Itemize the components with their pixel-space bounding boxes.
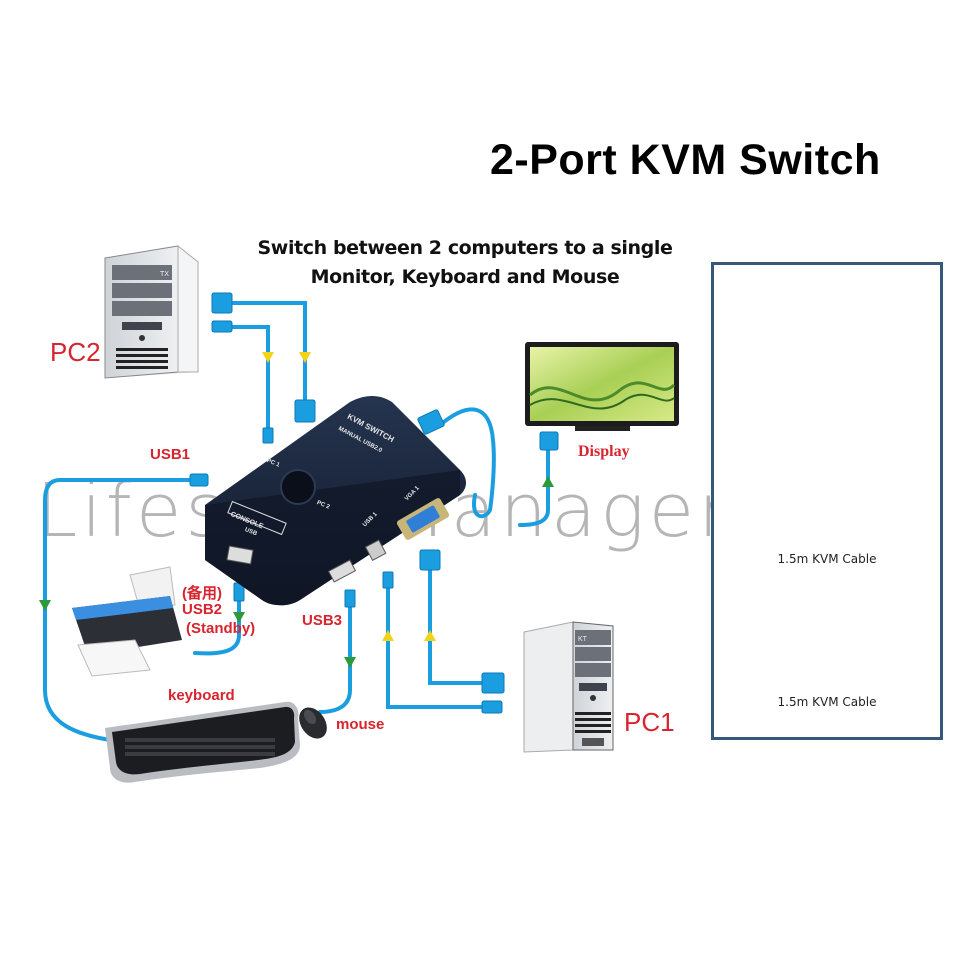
subtitle-line-2: Monitor, Keyboard and Mouse	[310, 266, 620, 288]
vga-connector-switch-out	[417, 409, 445, 435]
arrow-yellow-pc2-vga	[299, 352, 311, 363]
mouse-label: mouse	[336, 716, 385, 733]
page-title: 2-Port KVM Switch	[490, 136, 881, 184]
vga-connector-pc1	[481, 672, 505, 694]
usb2-chinese-label: (备用)	[182, 585, 222, 602]
vga-connector-switch-pc2	[294, 399, 316, 423]
usb-b-port	[364, 539, 387, 562]
cable-usb3-mouse	[318, 603, 352, 714]
vga-connector-pc2	[211, 292, 233, 314]
cable-pc2-vga	[230, 301, 307, 402]
pc1-case-badge: KT	[578, 636, 588, 643]
display-label: Display	[578, 443, 630, 460]
cable-display	[438, 407, 550, 527]
cables	[43, 301, 550, 742]
accessories-panel: 1.5m KVM Cable 1.5m KVM Cable	[711, 262, 943, 740]
arrow-yellow-pc1-usb	[382, 630, 394, 641]
pc1-tower: KT	[523, 621, 614, 753]
cable-pc1-vga	[428, 563, 484, 685]
pc2-tower: TX	[104, 244, 199, 379]
usb-port-console	[226, 545, 254, 565]
cable-caption-1: 1.5m KVM Cable	[777, 552, 877, 566]
usb-connector-pc1-switch	[382, 571, 394, 589]
arrow-green-display	[542, 476, 554, 487]
keyboard-label: keyboard	[168, 687, 235, 704]
console-label-frame	[227, 500, 287, 536]
kvm-switch-box	[205, 396, 466, 606]
pc2-label: PC2	[50, 337, 101, 367]
usb2-standby-label: (Standby)	[186, 620, 256, 637]
cable-caption-2: 1.5m KVM Cable	[777, 695, 877, 709]
vga-connector-display	[539, 431, 559, 451]
vga-connector-pc1-switch	[419, 549, 441, 571]
switch-button	[280, 469, 316, 505]
arrow-yellow-pc2-usb	[262, 352, 274, 363]
cable-pc2-usb	[230, 325, 270, 430]
usb-connector-usb1	[189, 473, 209, 487]
arrow-green-usb1	[39, 600, 51, 611]
arrow-yellow-pc1-vga	[424, 630, 436, 641]
keyboard-device	[105, 701, 300, 783]
printer	[72, 566, 182, 677]
arrow-green-usb2	[233, 612, 245, 623]
mouse-device	[299, 707, 327, 739]
arrow-green-usb3	[344, 657, 356, 668]
usb-port-front	[327, 559, 357, 583]
usb2-label: USB2	[182, 601, 223, 618]
subtitle: Switch between 2 computers to a single M…	[250, 234, 680, 292]
cable-pc1-usb	[386, 583, 484, 709]
direction-arrows	[39, 352, 554, 668]
usb-connector-usb3	[344, 589, 356, 608]
usb3-label: USB3	[302, 612, 343, 629]
usb-connector-pc1	[481, 700, 503, 714]
cable-usb2-printer	[193, 598, 241, 656]
usb1-label: USB1	[150, 446, 191, 463]
cable-usb1-keyboard	[43, 478, 192, 742]
connectors	[189, 292, 559, 714]
usb-connector-pc2	[211, 320, 233, 333]
usb-connector-switch-pc2	[262, 427, 274, 444]
pc1-label: PC1	[624, 707, 675, 737]
pc2-case-badge: TX	[160, 271, 169, 278]
display-monitor	[525, 342, 679, 431]
subtitle-line-1: Switch between 2 computers to a single	[257, 237, 673, 259]
